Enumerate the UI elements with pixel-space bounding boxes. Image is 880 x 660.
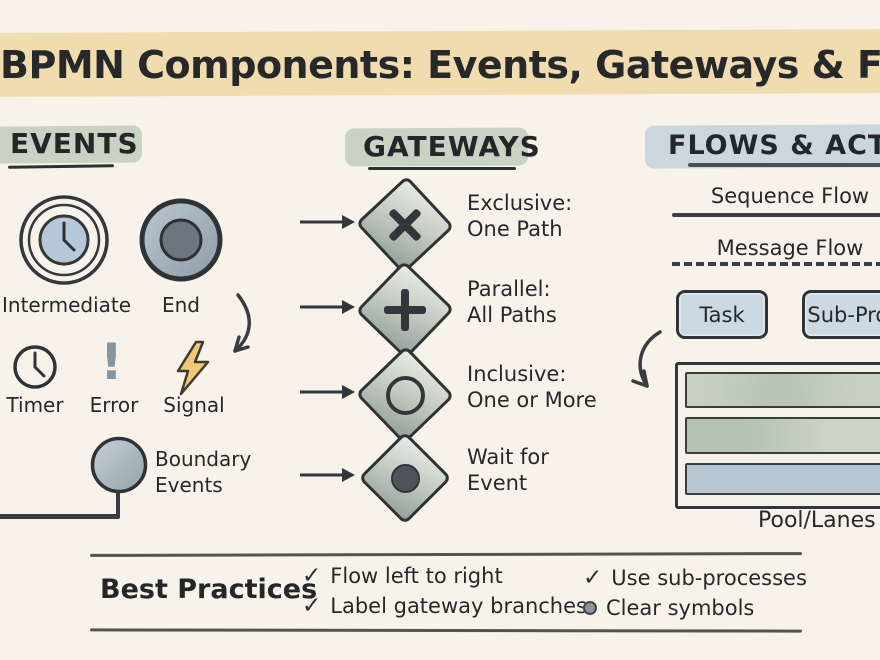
message-flow-line [672,262,880,266]
exclusive-line1: Exclusive: [467,191,573,215]
x-mark-icon [382,202,428,248]
error-label: Error [89,393,139,417]
intermediate-event-icon [19,195,109,285]
boundary-connector-vertical [116,491,120,517]
checkmark-icon: ✓ [302,593,322,619]
exclusive-line2: One Path [467,217,563,241]
flows-header-underline [688,163,880,167]
filled-dot-icon [390,463,420,493]
event-gateway-icon [358,431,452,525]
error-exclamation-icon: ! [100,333,123,391]
best-practice-text: Use sub-processes [611,566,807,590]
best-practice-text: Flow left to right [330,564,503,588]
parallel-gateway-icon [355,260,455,360]
subprocess-box: Sub-Process [802,290,880,339]
signal-label: Signal [163,393,225,417]
checkmark-icon: ✓ [583,565,603,591]
boundary-events-label: Boundary Events [155,447,252,497]
gateway-arrow-icon [300,300,355,314]
best-practice-item: ✓ Use sub-processes [583,565,807,591]
subprocess-label: Sub-Process [807,302,880,327]
flows-header: FLOWS & ACTIVITIES [668,130,880,161]
end-label: End [161,293,200,317]
open-circle-icon [385,375,425,415]
pool-container [675,362,880,509]
best-practice-text: Clear symbols [606,596,755,620]
boundary-connector-horizontal [0,514,120,519]
curved-arrow-to-signal-icon [233,293,251,353]
end-event-icon [139,198,223,282]
signal-lightning-icon [176,340,210,396]
gateways-header: GATEWAYS [363,130,541,163]
pool-lanes-label: Pool/Lanes [758,508,876,533]
sequence-flow-label: Sequence Flow [710,184,870,208]
best-practice-item: ✓ Flow left to right [302,563,503,589]
task-box: Task [676,290,768,339]
exclusive-gateway-icon [355,175,455,275]
events-header-underline [7,164,115,169]
inclusive-gateway-icon [355,345,455,445]
gateway-arrow-icon [300,468,355,482]
wait-line2: Event [467,471,528,495]
timer-label: Timer [6,393,64,417]
gateway-arrow-icon [300,215,355,229]
inclusive-line1: Inclusive: [467,362,567,386]
pool-lane-3 [685,463,880,495]
dot-bullet-icon [583,601,597,615]
inclusive-line2: One or More [467,388,597,412]
curved-arrow-to-pool-icon [631,330,662,388]
best-practice-text: Label gateway branches [330,594,587,618]
task-label: Task [699,302,745,327]
best-practices-top-divider [89,552,803,557]
parallel-gateway-label: Parallel: All Paths [467,276,557,328]
sequence-flow-line [672,213,880,217]
parallel-line2: All Paths [467,303,557,327]
exclusive-gateway-label: Exclusive: One Path [467,190,572,242]
page-title: BPMN Components: Events, Gateways & Flow… [0,43,880,87]
intermediate-label: Intermediate [2,293,132,317]
parallel-line1: Parallel: [467,277,551,301]
boundary-event-icon [90,436,148,494]
best-practice-item: Clear symbols [583,596,754,620]
gateways-header-underline [368,167,516,170]
pool-lane-1 [685,372,880,408]
events-header: EVENTS [10,127,139,160]
message-flow-label: Message Flow [716,236,864,260]
best-practices-title: Best Practices [100,574,318,605]
best-practice-item: ✓ Label gateway branches [302,593,587,619]
checkmark-icon: ✓ [302,563,322,589]
pool-lane-2 [685,417,880,454]
inclusive-gateway-label: Inclusive: One or More [467,361,597,413]
timer-clock-icon [13,345,57,389]
plus-icon [382,287,428,333]
wait-line1: Wait for [467,445,549,469]
best-practices-bottom-divider [89,628,803,633]
gateway-arrow-icon [300,385,355,399]
event-gateway-label: Wait for Event [467,444,549,496]
